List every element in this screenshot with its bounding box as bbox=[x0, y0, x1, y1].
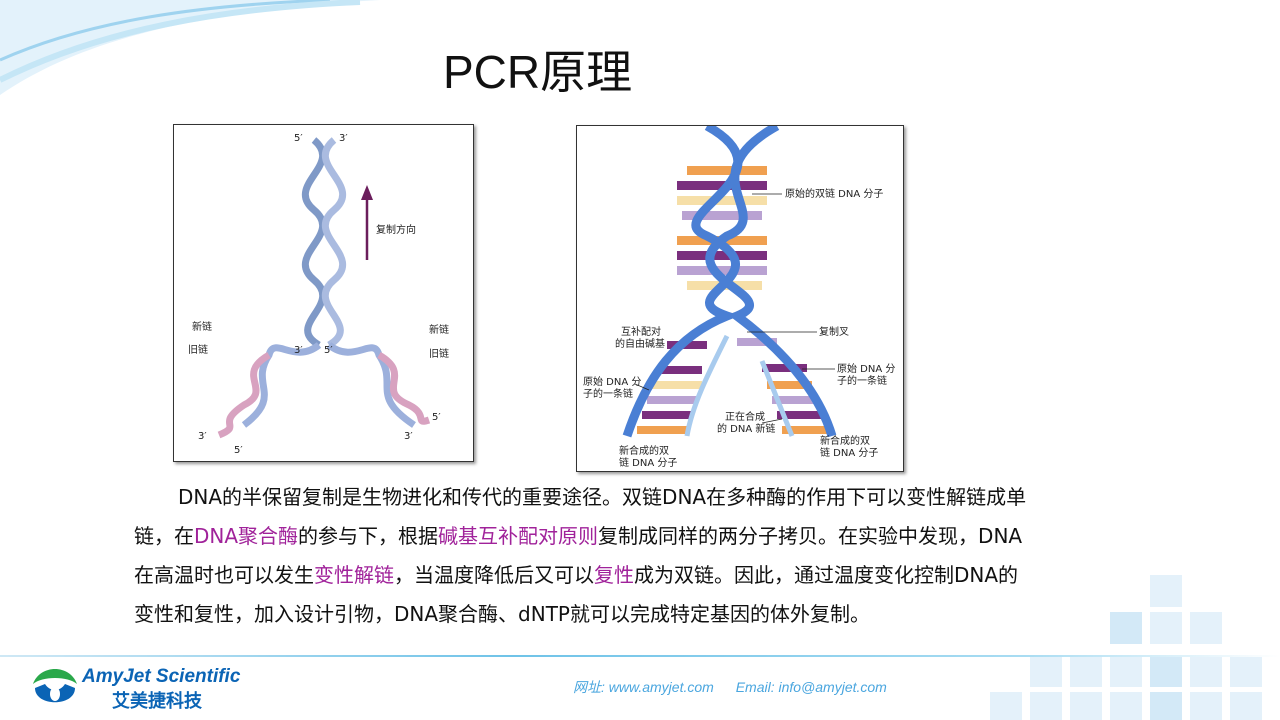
label-new-strand-synthesis: 正在合成 bbox=[725, 410, 765, 423]
label-original-strand: 原始 DNA 分 bbox=[837, 362, 895, 375]
highlight-term: DNA聚合酶 bbox=[194, 524, 299, 548]
label-free-bases: 互补配对 bbox=[621, 325, 661, 338]
label-3-prime: 3′ bbox=[294, 345, 303, 356]
label-new-dna: 链 DNA 分子 bbox=[820, 446, 878, 459]
text-segment: DNA的半保留复制是生物进化和传代的重要途径。双链DNA在多种酶的作用下可以变性… bbox=[134, 485, 1027, 548]
dna-replication-figure-right: 原始的双链 DNA 分子 复制叉 互补配对 的自由碱基 原始 DNA 分 子的一… bbox=[576, 125, 904, 472]
label-old-strand: 旧链 bbox=[188, 343, 208, 356]
label-3-prime: 3′ bbox=[339, 133, 348, 144]
body-paragraph: DNA的半保留复制是生物进化和传代的重要途径。双链DNA在多种酶的作用下可以变性… bbox=[134, 478, 1034, 634]
label-3-prime: 3′ bbox=[404, 431, 413, 442]
decorative-tiles bbox=[990, 575, 1262, 720]
text-segment: 复制成同样的两分子拷贝。在实验中发现，DNA在高温时也可以发生 bbox=[134, 524, 1023, 587]
brand-name: AmyJet Scientific bbox=[82, 666, 241, 687]
text-segment: 的参与下，根据 bbox=[298, 524, 439, 548]
dna-replication-figure-left: 5′ 3′ 复制方向 新链 旧链 3′ 5′ 新链 旧链 3′ 5′ 5′ 3′ bbox=[173, 124, 474, 462]
label-free-bases: 的自由碱基 bbox=[615, 337, 665, 350]
label-3-prime: 3′ bbox=[198, 431, 207, 442]
text-segment: ，当温度降低后又可以 bbox=[394, 563, 594, 587]
label-new-dna: 新合成的双 bbox=[820, 434, 870, 447]
highlight-term: 碱基互补配对原则 bbox=[438, 524, 599, 548]
contact-info: 网址: www.amyjet.com Email: info@amyjet.co… bbox=[573, 677, 905, 697]
double-helix-fork-diagram: 5′ 3′ 复制方向 新链 旧链 3′ 5′ 新链 旧链 3′ 5′ 5′ 3′ bbox=[188, 133, 449, 456]
highlight-term: 复性 bbox=[594, 563, 634, 587]
brand-name-cn: 艾美捷科技 bbox=[112, 691, 202, 712]
label-replication-direction: 复制方向 bbox=[376, 223, 416, 236]
highlight-term: 变性解链 bbox=[314, 563, 394, 587]
footer-divider bbox=[0, 655, 1280, 657]
label-5-prime: 5′ bbox=[294, 133, 303, 144]
label-original-dna: 原始的双链 DNA 分子 bbox=[785, 187, 883, 200]
label-5-prime: 5′ bbox=[234, 445, 243, 456]
label-replication-fork: 复制叉 bbox=[819, 325, 849, 338]
label-5-prime: 5′ bbox=[324, 345, 333, 356]
label-5-prime: 5′ bbox=[432, 412, 441, 423]
label-original-strand: 原始 DNA 分 bbox=[583, 375, 641, 388]
label-new-strand: 新链 bbox=[192, 320, 212, 333]
label-new-dna: 链 DNA 分子 bbox=[619, 456, 677, 469]
text-segment: 成为双链。因此，通过温度变化控制DNA的变性和复性，加入设计引物，DNA聚合酶、… bbox=[134, 563, 1019, 626]
replication-fork-diagram: 原始的双链 DNA 分子 复制叉 互补配对 的自由碱基 原始 DNA 分 子的一… bbox=[583, 126, 895, 469]
slide-title: PCR原理 bbox=[443, 46, 633, 98]
label-original-strand: 子的一条链 bbox=[837, 374, 887, 387]
label-original-strand: 子的一条链 bbox=[583, 387, 633, 400]
label-new-dna: 新合成的双 bbox=[619, 444, 669, 457]
label-new-strand-synthesis: 的 DNA 新链 bbox=[717, 422, 775, 435]
email-link[interactable]: Email: info@amyjet.com bbox=[735, 679, 887, 695]
decorative-swoosh bbox=[0, 0, 380, 95]
label-new-strand: 新链 bbox=[429, 323, 449, 336]
amyjet-logo-icon bbox=[33, 669, 77, 703]
website-link[interactable]: 网址: www.amyjet.com bbox=[573, 679, 714, 695]
label-old-strand: 旧链 bbox=[429, 347, 449, 360]
